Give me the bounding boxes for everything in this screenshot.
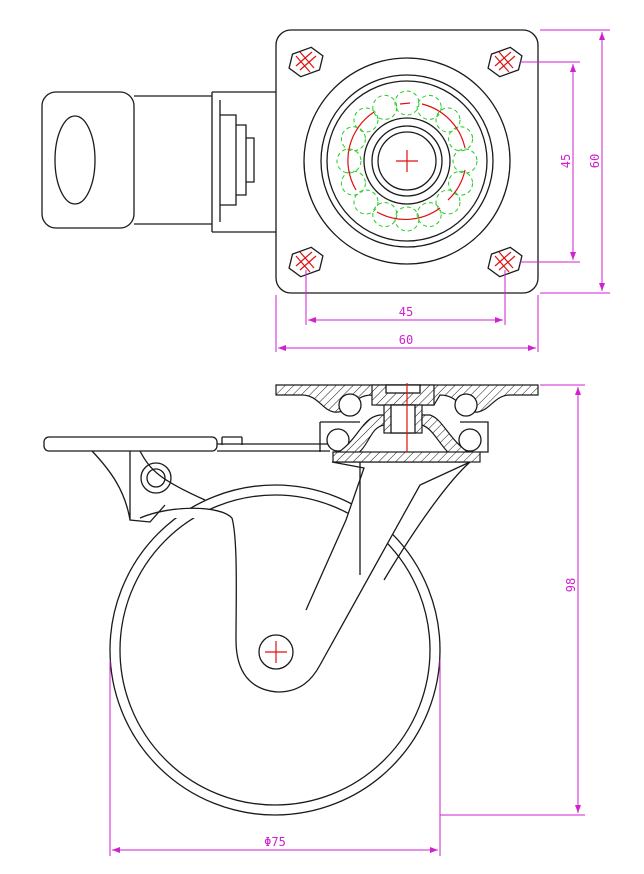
dim-plate-horizontal: 60: [399, 333, 413, 347]
ball-outline: [372, 94, 398, 120]
mounting-hole: [487, 46, 523, 78]
fork: [139, 461, 471, 693]
side-dimensions: 98 Φ75: [109, 384, 585, 856]
dim-wheel-diameter: Φ75: [264, 835, 286, 849]
mounting-hole: [288, 46, 324, 78]
bearing-rings: [303, 57, 511, 265]
ball-track-arcs: [347, 102, 466, 221]
mounting-hole: [288, 246, 324, 278]
swivel-section: [275, 383, 539, 463]
ball-outline: [372, 202, 398, 228]
top-view: 45 60 45 60: [41, 29, 610, 352]
mounting-plate: [275, 29, 539, 294]
ball-outline: [435, 107, 461, 133]
ball-outline: [416, 94, 442, 120]
dim-hole-spacing-vertical: 45: [559, 154, 573, 168]
wheel: [109, 484, 441, 816]
mounting-holes: [288, 46, 523, 278]
top-dimensions: 45 60 45 60: [275, 29, 610, 352]
ball-outline: [416, 202, 442, 228]
side-view: 98 Φ75: [43, 383, 585, 856]
ball-outline: [353, 189, 379, 215]
dim-height: 98: [564, 578, 578, 592]
mounting-hole: [487, 246, 523, 278]
ball-outline: [394, 90, 420, 116]
dim-hole-spacing-horizontal: 45: [399, 305, 413, 319]
axle-boss: [258, 634, 294, 670]
axle-center-mark: [265, 641, 287, 663]
brake-pedal-side: [43, 436, 330, 523]
ball-outline: [448, 170, 474, 196]
ball-outline: [340, 126, 366, 152]
brake-pedal-top: [41, 91, 276, 233]
ball-outline: [435, 189, 461, 215]
ball-outline: [353, 107, 379, 133]
ball-outline: [452, 148, 478, 174]
ball-outline: [448, 126, 474, 152]
dim-plate-vertical: 60: [588, 154, 602, 168]
ball-outline: [340, 170, 366, 196]
center-mark: [396, 150, 418, 172]
